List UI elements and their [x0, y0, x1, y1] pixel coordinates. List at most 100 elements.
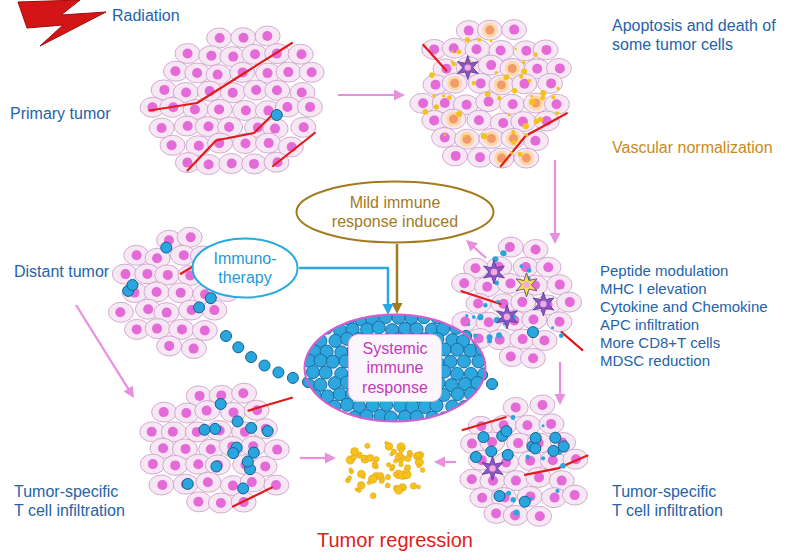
section-label: Tumor-specific T cell infiltration: [612, 482, 728, 520]
cell-nucleus: [203, 477, 213, 487]
debris-dot: [472, 315, 476, 319]
cell-nucleus: [440, 133, 450, 143]
apc-nucleus: [489, 465, 495, 471]
cell-nucleus: [534, 472, 544, 482]
immune-cell: [372, 321, 385, 334]
cell-nucleus: [557, 476, 567, 486]
tumor-cell: [478, 55, 503, 75]
debris-dot: [534, 119, 540, 125]
cell-nucleus: [474, 115, 484, 125]
list-item: More CD8+T cells: [600, 334, 720, 352]
node-text-group: Mild immune response induced: [320, 193, 470, 231]
immune-cell: [329, 334, 342, 347]
debris-dot: [429, 72, 435, 78]
debris-dot: [451, 51, 454, 54]
immune-cell: [315, 313, 328, 326]
cell-nucleus: [195, 391, 205, 401]
cell-nucleus: [555, 280, 565, 290]
apc-cell: [484, 260, 505, 284]
flow-arrow-head: [394, 90, 405, 101]
t-cell: [519, 496, 530, 507]
tumor-cell: [219, 154, 244, 174]
cell-nucleus: [543, 262, 553, 272]
t-cell: [161, 242, 172, 253]
cell-nucleus: [181, 408, 191, 418]
cell-nucleus: [531, 245, 541, 255]
cell-nucleus: [262, 31, 272, 41]
cell-nucleus: [505, 242, 515, 252]
debris-dot: [447, 95, 452, 100]
cell-nucleus: [142, 269, 152, 279]
cell-nucleus: [518, 334, 528, 344]
dying-halo: [484, 131, 499, 146]
tumor-cell: [288, 44, 313, 64]
apc-cell: [533, 292, 554, 316]
immune-cell: [392, 311, 405, 324]
cell-nucleus: [555, 63, 565, 73]
cell-nucleus: [147, 427, 157, 437]
debris-dot: [496, 332, 502, 338]
debris-dot: [497, 96, 501, 100]
debris-dot: [511, 415, 516, 420]
apc-nucleus: [465, 64, 471, 70]
tumor-cell: [527, 506, 552, 526]
debris-dot: [530, 497, 533, 500]
dying-nucleus: [508, 64, 517, 73]
blood-vessel: [562, 332, 583, 350]
cell-nucleus: [251, 85, 261, 95]
ellipse-fill: [305, 315, 486, 422]
t-cell: [182, 478, 193, 489]
cell-nucleus: [159, 85, 169, 95]
cell-nucleus: [181, 88, 191, 98]
debris-fragment: [391, 465, 395, 469]
cell-nucleus: [496, 46, 506, 56]
apc-nucleus: [523, 282, 529, 288]
tumor-cluster: [140, 26, 324, 175]
cell-nucleus: [475, 152, 485, 162]
debris-dot: [465, 37, 471, 43]
debris-dot: [551, 326, 554, 329]
flow-arrow-head: [466, 240, 478, 251]
debris-dot: [551, 95, 555, 99]
cell-nucleus: [253, 123, 263, 133]
debris-fragment: [420, 468, 425, 473]
cell-nucleus: [431, 80, 441, 90]
cell-nucleus: [152, 287, 162, 297]
tumor-debris: [346, 441, 426, 498]
cell-nucleus: [206, 51, 216, 61]
cell-nucleus: [511, 402, 521, 412]
cell-nucleus: [509, 25, 519, 35]
ellipse-border: [305, 315, 486, 422]
tumor-cell: [196, 472, 221, 492]
node-text-group: Immuno-therapy: [209, 249, 281, 287]
debris-dot: [557, 87, 560, 90]
cell-nucleus: [546, 78, 556, 88]
debris-fragment: [375, 465, 379, 469]
debris-fragment: [361, 455, 366, 460]
tumor-cell: [517, 486, 542, 506]
cell-nucleus: [283, 67, 293, 77]
tumor-cell: [530, 395, 555, 415]
cell-nucleus: [209, 305, 219, 315]
cell-nucleus: [476, 78, 486, 88]
cell-nucleus: [486, 60, 496, 70]
result-label: Tumor regression: [317, 528, 473, 552]
tumor-cell: [533, 40, 558, 60]
blood-vessel: [273, 133, 315, 166]
immune-cell: [307, 366, 320, 379]
cell-nucleus: [177, 324, 187, 334]
cell-nucleus: [228, 88, 238, 98]
t-cell: [127, 280, 138, 291]
debris-fragment: [417, 485, 421, 489]
cell-nucleus: [183, 49, 193, 59]
debris-dot: [512, 88, 517, 93]
tumor-cell: [208, 493, 233, 513]
cell-nucleus: [264, 138, 274, 148]
cell-nucleus: [482, 282, 492, 292]
cell-nucleus: [224, 122, 234, 132]
cell-nucleus: [132, 250, 142, 260]
tumor-cell: [441, 109, 466, 129]
cell-nucleus: [189, 344, 199, 354]
t-cell: [470, 452, 481, 463]
cell-nucleus: [214, 104, 224, 114]
